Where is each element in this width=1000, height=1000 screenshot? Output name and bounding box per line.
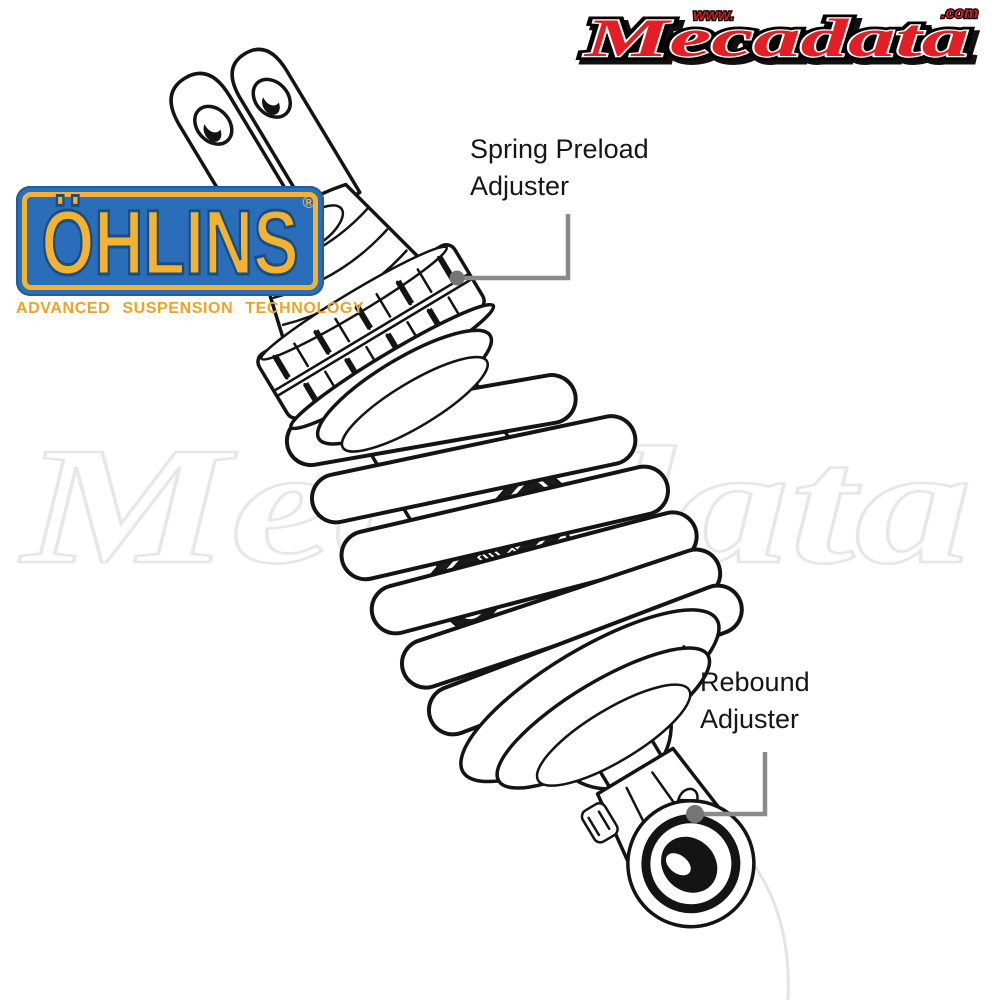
- leader-dot-preload: [449, 270, 465, 286]
- rebound-adjuster-wheel: [580, 802, 619, 844]
- rebound-label: Rebound Adjuster: [700, 664, 810, 738]
- upper-spring-seat: [315, 328, 494, 453]
- rebound-label-line1: Rebound: [700, 667, 810, 697]
- mecadata-logo-text: Mecadata: [583, 8, 969, 68]
- mecadata-logo-outline: Mecadata: [583, 8, 969, 68]
- leader-spring-preload: [449, 214, 571, 286]
- bottom-spring-seat: [459, 608, 721, 790]
- watermark-flourish: [750, 861, 790, 1000]
- rebound-label-line2: Adjuster: [700, 704, 800, 734]
- mecadata-logo-www: www.: [693, 7, 734, 24]
- spring-preload-label-line2: Adjuster: [470, 171, 570, 201]
- ohlins-logo-border: [22, 192, 318, 290]
- spring-preload-label: Spring Preload Adjuster: [470, 131, 649, 205]
- ohlins-logo: ÖHLINS ®: [16, 186, 324, 296]
- mecadata-logo-com: .com: [941, 5, 978, 22]
- leader-dot-rebound: [686, 805, 704, 823]
- mecadata-logo-shadow: Mecadata: [587, 12, 973, 72]
- registered-trademark-symbol: ®: [302, 193, 315, 212]
- leader-rebound: [686, 752, 768, 823]
- bottom-eye-mount: [626, 798, 756, 929]
- spring-preload-label-line1: Spring Preload: [470, 134, 649, 164]
- ohlins-logo-text: ÖHLINS: [40, 192, 299, 295]
- mecadata-logo: Mecadata Mecadata Mecadata www. .com: [579, 4, 979, 77]
- shock-absorber-drawing: ÖHLINS: [169, 47, 756, 929]
- ohlins-tagline: ADVANCED SUSPENSION TECHNOLOGY: [16, 300, 365, 317]
